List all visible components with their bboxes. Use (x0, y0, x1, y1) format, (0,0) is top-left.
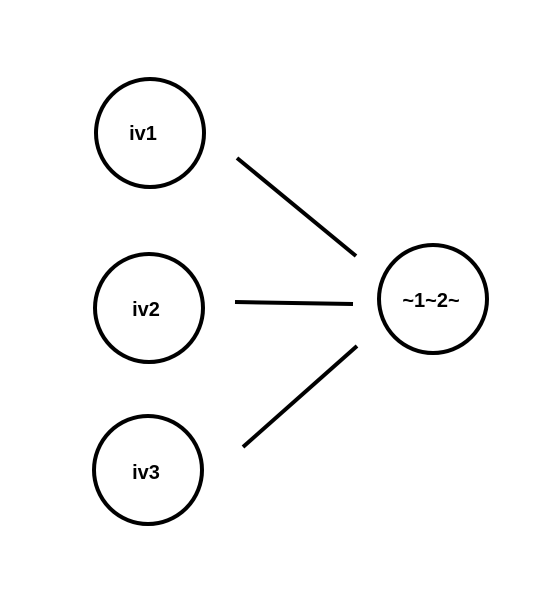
node-iv1-label: iv1 (129, 123, 157, 145)
node-iv2: iv2 (93, 252, 205, 364)
node-output-circle (377, 243, 489, 355)
node-output-label: ~1~2~ (402, 290, 459, 312)
node-iv2-label: iv2 (132, 299, 160, 321)
node-iv2-circle (93, 252, 205, 364)
edge-iv2-to-out (234, 300, 354, 306)
node-iv3: iv3 (92, 414, 204, 526)
node-iv1-circle (94, 77, 206, 189)
edge-iv1-to-out (235, 156, 358, 258)
node-iv3-label: iv3 (132, 462, 160, 484)
node-iv1: iv1 (94, 77, 206, 189)
edge-iv3-to-out (241, 344, 359, 449)
node-output: ~1~2~ (377, 243, 489, 355)
node-iv3-circle (92, 414, 204, 526)
